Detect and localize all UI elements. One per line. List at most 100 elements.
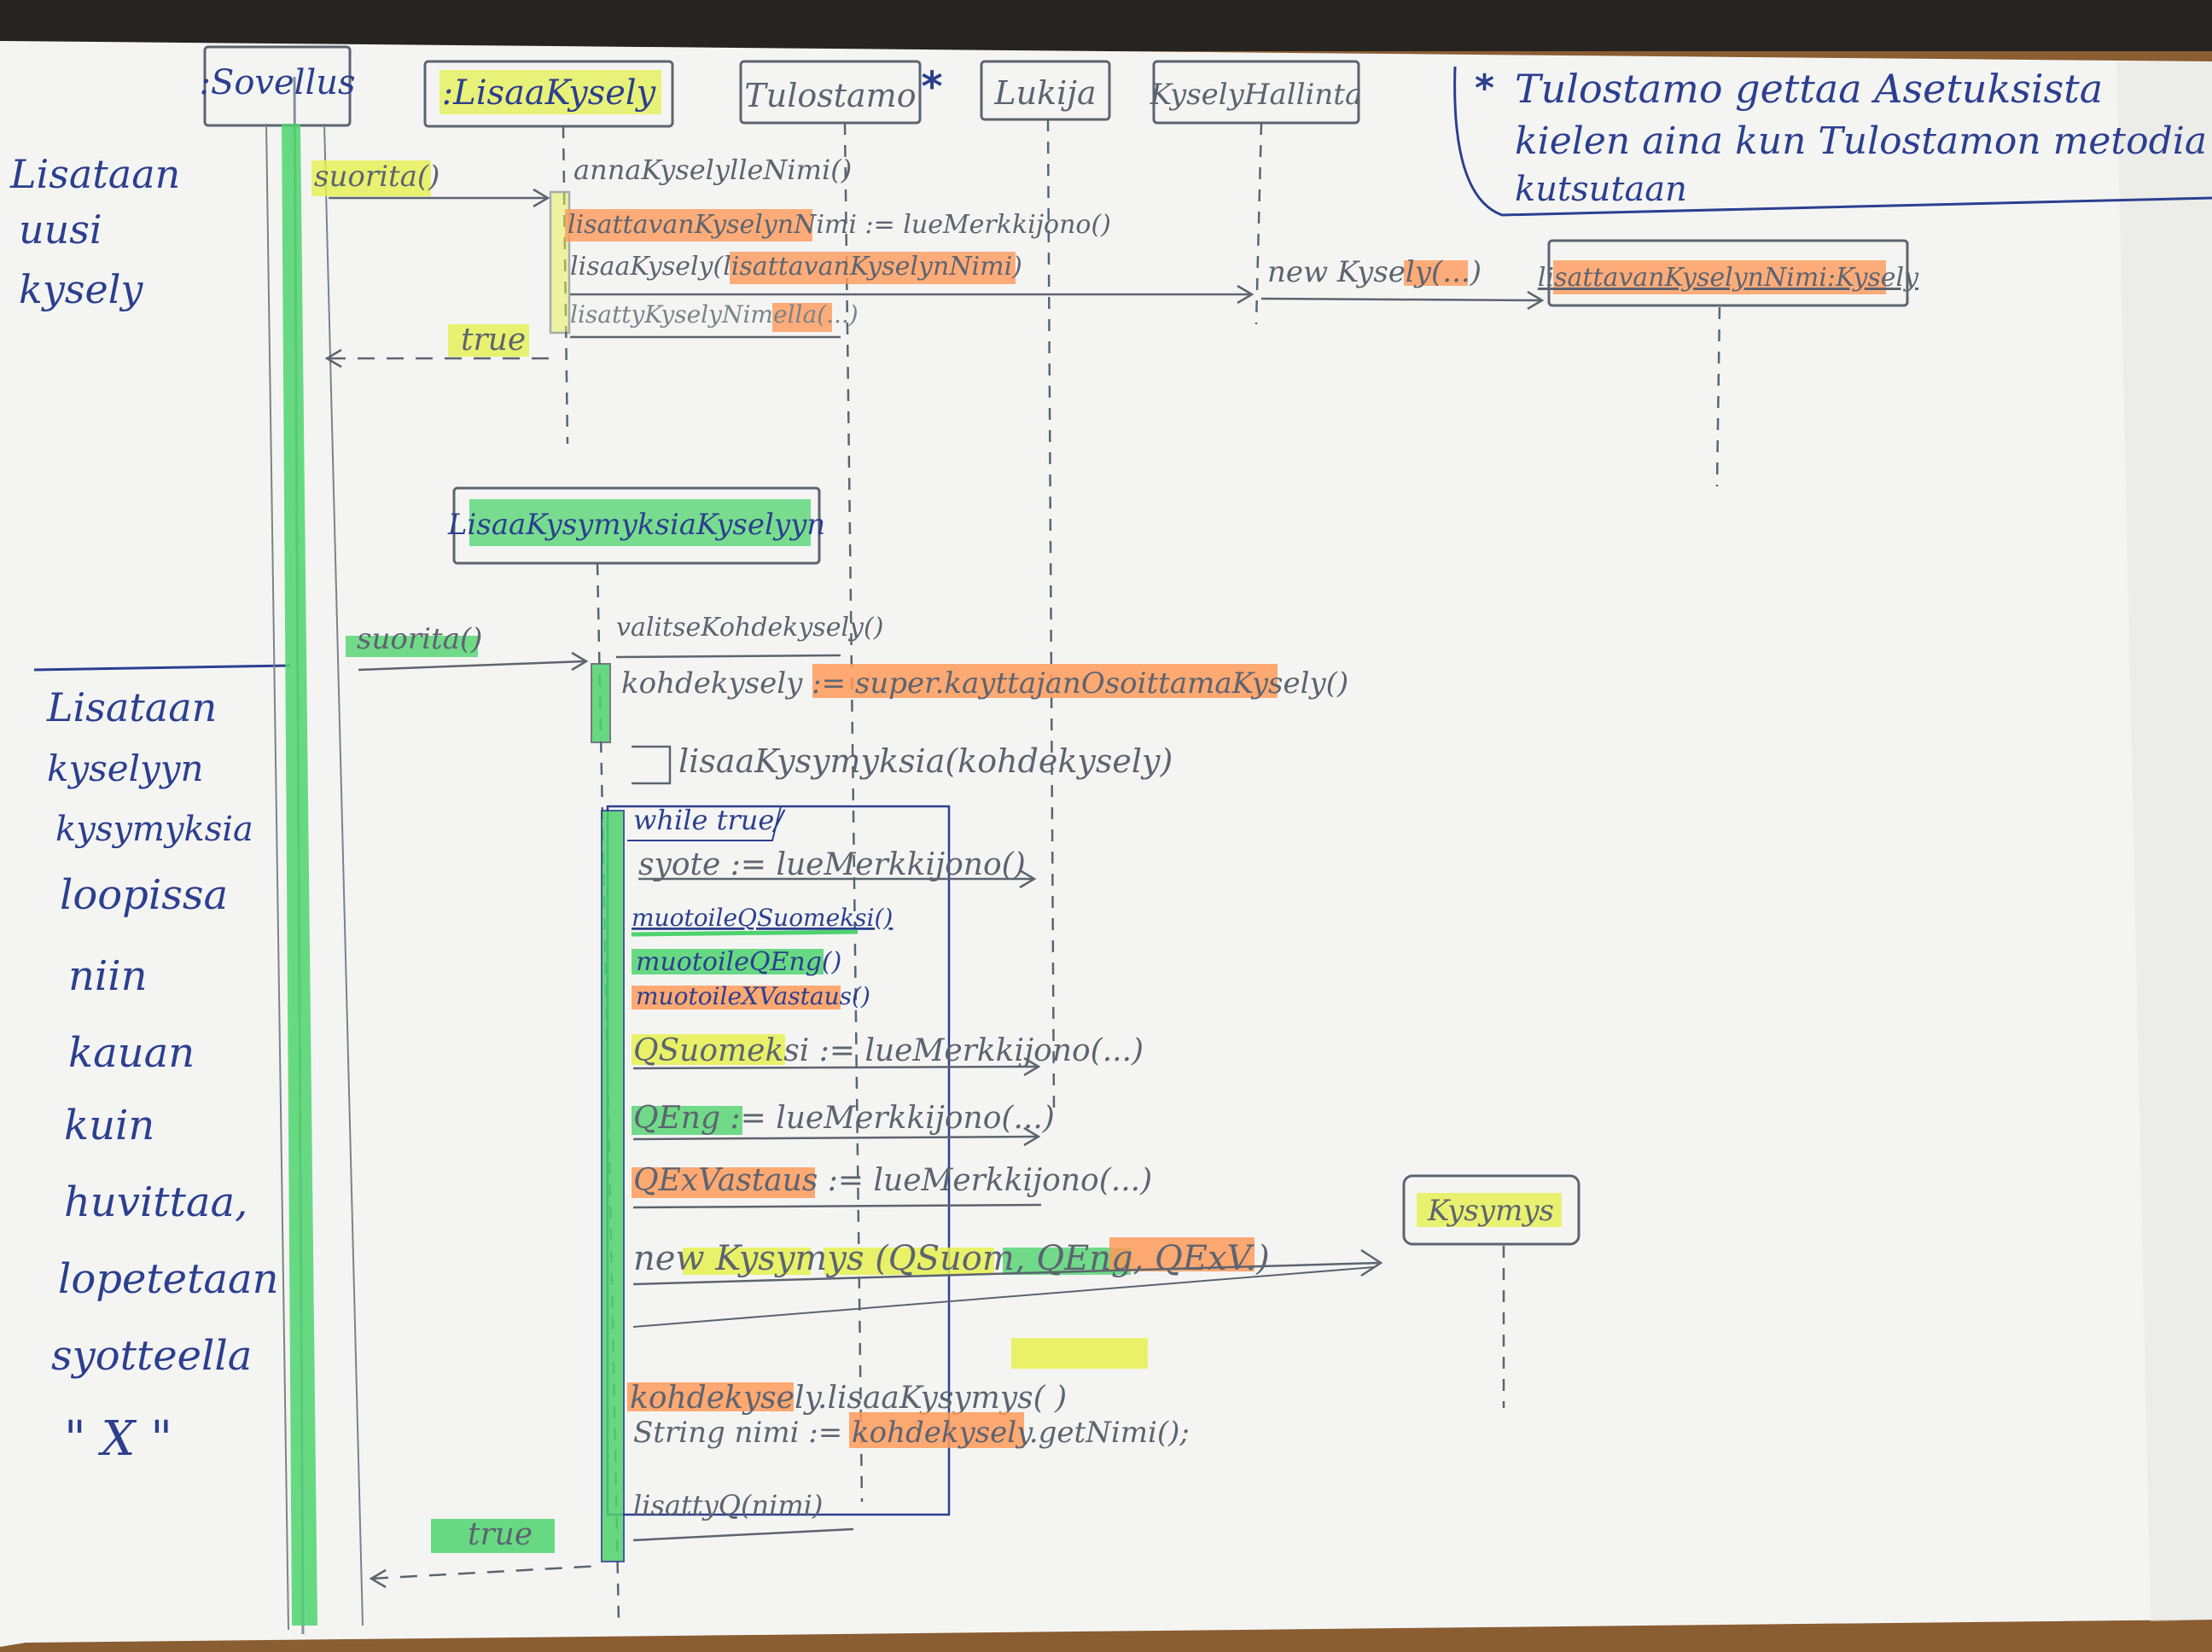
dash-tulostamo bbox=[843, 122, 864, 1503]
lifeline-lisaa-kysymyksia: LisaaKysymyksiaKyselyyn bbox=[447, 486, 825, 565]
arrowhead bbox=[1237, 284, 1254, 305]
activation-sovellus bbox=[282, 124, 317, 1626]
side-label-line: syotteella bbox=[51, 1332, 252, 1380]
side-label-line: huvittaa, bbox=[64, 1178, 247, 1226]
msg-lisaa-kysely: lisaaKysely(lisattavanKyselynNimi) bbox=[570, 252, 1022, 282]
lifeline-tulostamo: Tulostamo * bbox=[739, 60, 943, 125]
msg-assign-nimi: lisattavanKyselynNimi := lueMerkkijono() bbox=[568, 210, 1111, 240]
paper-sheet bbox=[0, 41, 2212, 1647]
arrowhead bbox=[1527, 290, 1545, 311]
activation-edge bbox=[323, 123, 364, 1626]
highlight-orange bbox=[632, 1167, 815, 1198]
side-label-line: niin bbox=[68, 952, 148, 1000]
highlight-yellow bbox=[439, 70, 661, 114]
side-label-line: uusi bbox=[19, 206, 102, 253]
lifeline-kysely-hallinta: KyselyHallinta bbox=[1150, 60, 1362, 125]
activation-edge bbox=[265, 123, 289, 1631]
self-call-arrow bbox=[632, 745, 672, 785]
activation-lisaa-kysely bbox=[549, 190, 571, 334]
msg-q-suomeksi: QSuomeksi := lueMerkkijono(...) bbox=[633, 1033, 1144, 1068]
highlight-orange bbox=[1404, 260, 1468, 286]
highlight-green bbox=[469, 499, 811, 546]
msg-true-1: true bbox=[461, 323, 526, 358]
lifeline-dashes bbox=[562, 119, 1721, 1622]
highlight-orange bbox=[1109, 1237, 1254, 1271]
msg-anna-nimi: annaKyselylleNimi() bbox=[573, 154, 852, 186]
side-label-line: kysely bbox=[19, 266, 143, 312]
highlight-orange bbox=[730, 252, 1016, 284]
lifeline-label: :LisaaKysely bbox=[442, 73, 657, 113]
dark-background bbox=[0, 0, 2212, 51]
highlight-yellow bbox=[632, 1034, 785, 1065]
note-border bbox=[1453, 66, 2212, 217]
msg-muotoile-x-vastaus: muotoileXVastaus() bbox=[636, 982, 870, 1010]
msg-lisatty-q: lisattyQ(nimi) bbox=[633, 1489, 823, 1521]
msg-string-nimi: String nimi := kohdekysely.getNimi(); bbox=[633, 1416, 1190, 1450]
lifeline-box bbox=[203, 45, 352, 127]
lifeline-label: Kysymys bbox=[1427, 1194, 1554, 1228]
lifeline-box bbox=[980, 60, 1111, 121]
highlight-yellow bbox=[824, 1248, 994, 1275]
highlight-orange bbox=[849, 1412, 1024, 1448]
msg-muotoile-q-suomeksi: muotoileQSuomeksi() bbox=[632, 904, 893, 932]
side-label-line: loopissa bbox=[60, 871, 228, 919]
msg-true-2: true bbox=[468, 1517, 533, 1552]
lifeline-box bbox=[452, 486, 821, 565]
arrow-suorita-2 bbox=[358, 660, 585, 672]
arrow-new-kysely bbox=[1260, 297, 1541, 302]
highlight-yellow bbox=[683, 1248, 811, 1275]
lifeline-label: Tulostamo bbox=[744, 77, 916, 114]
highlight-orange bbox=[1553, 260, 1886, 294]
activation-loop bbox=[601, 810, 625, 1562]
dash-lukija bbox=[1046, 119, 1056, 1110]
side-label-section-1: Lisataan uusi kysely bbox=[9, 151, 180, 312]
msg-lisaa-kysymyksia: lisaaKysymyksia(kohdekysely) bbox=[678, 742, 1173, 780]
highlight-green bbox=[632, 1106, 742, 1135]
highlight-green bbox=[346, 636, 478, 657]
msg-lisatty-kysely: lisattyKyselyNimella(...) bbox=[570, 300, 859, 329]
lifeline-lukija: Lukija bbox=[980, 60, 1111, 121]
msg-new-kysymys: new Kysymys (QSuom, QEng, QExV.) bbox=[633, 1239, 1270, 1278]
highlight-green bbox=[431, 1519, 555, 1553]
lifeline-label: Lukija bbox=[993, 74, 1096, 112]
object-box bbox=[1547, 239, 1909, 307]
note-asterisk: * bbox=[1475, 67, 1494, 110]
arrowhead bbox=[571, 651, 589, 672]
highlight-orange bbox=[565, 209, 812, 241]
side-label-line: " X " bbox=[64, 1411, 172, 1467]
lifeline-box bbox=[1402, 1174, 1580, 1246]
lifeline-lisaa-kysely: :LisaaKysely bbox=[423, 60, 674, 128]
highlight-yellow bbox=[448, 324, 529, 357]
section-divider bbox=[33, 664, 291, 672]
side-label-line: kyselyyn bbox=[47, 747, 204, 789]
arrow-back-line bbox=[632, 1266, 1375, 1328]
highlight-orange bbox=[627, 1382, 794, 1411]
lifeline-label: KyselyHallinta bbox=[1150, 78, 1362, 112]
arrowhead bbox=[1360, 1248, 1383, 1277]
msg-valitse: valitseKohdekysely() bbox=[616, 613, 883, 643]
loop-tab bbox=[627, 806, 782, 841]
arrowhead bbox=[533, 188, 550, 208]
msg-lisaa-kysymys: kohdekysely.lisaaKysymys( ) bbox=[630, 1381, 1067, 1416]
arrowhead bbox=[1019, 869, 1037, 889]
msg-suorita-2: suorita() bbox=[357, 622, 482, 656]
arrow-lisatty-q bbox=[632, 1527, 854, 1542]
side-label-section-2: Lisataan kyselyyn kysymyksia loopissa ni… bbox=[46, 684, 279, 1467]
side-label-line: kuin bbox=[64, 1102, 154, 1149]
msg-suorita-1: suorita() bbox=[314, 160, 439, 194]
lifeline-label: LisaaKysymyksiaKyselyyn bbox=[447, 508, 825, 542]
lifeline-sovellus: :Sovellus bbox=[199, 45, 356, 127]
activation-valitse bbox=[591, 663, 611, 743]
msg-q-eng: QEng := lueMerkkijono(...) bbox=[633, 1101, 1055, 1136]
side-label-line: lopetetaan bbox=[58, 1255, 279, 1303]
lifeline-box bbox=[423, 60, 674, 128]
highlight-orange bbox=[812, 664, 1278, 698]
msg-muotoile-q-eng: muotoileQEng() bbox=[636, 947, 841, 977]
highlight-yellow bbox=[311, 160, 431, 196]
highlight-green-underline bbox=[631, 929, 859, 937]
arrow-q-eng bbox=[632, 1135, 1038, 1141]
arrow-q-suomeksi bbox=[632, 1065, 1038, 1070]
arrow-q-ex-vastaus bbox=[632, 1203, 1042, 1209]
msg-syote: syote := lueMerkkijono() bbox=[638, 847, 1026, 882]
